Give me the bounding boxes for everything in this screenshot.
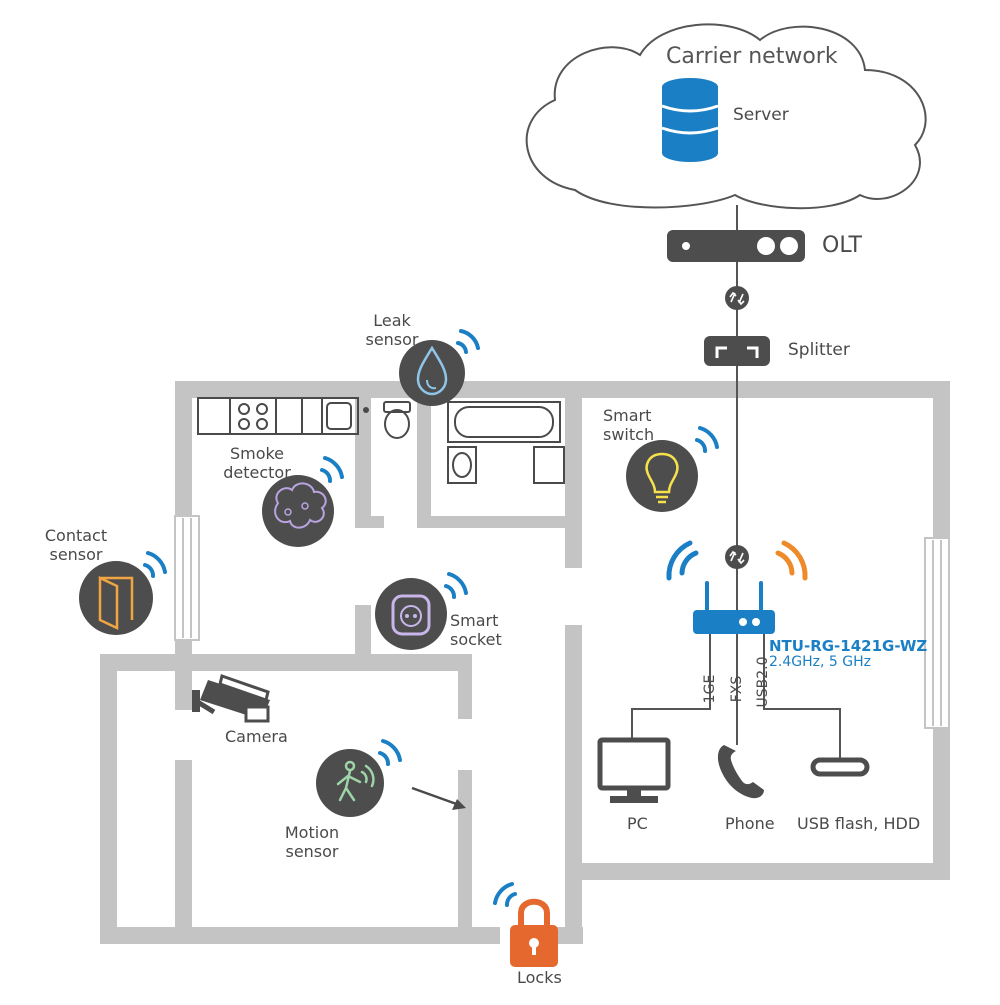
port-fxs-label: FXS xyxy=(729,675,745,703)
water-drop-icon xyxy=(416,345,448,396)
motion-arrow xyxy=(411,786,466,810)
door-icon xyxy=(98,576,134,630)
camera-icon xyxy=(192,674,270,723)
smart-socket-device xyxy=(375,572,468,650)
port-1ge-label: 1GE xyxy=(702,674,718,704)
router-wifi-5-icon xyxy=(775,540,808,581)
server-label: Server xyxy=(733,105,789,125)
port-usb-label: USB2.0 xyxy=(755,656,771,708)
router-icon xyxy=(693,581,775,634)
router-model: NTU-RG-1421G-WZ xyxy=(769,637,928,655)
phone-label: Phone xyxy=(725,814,775,833)
pc-icon xyxy=(597,737,671,803)
port-cables xyxy=(631,634,841,760)
phone-icon xyxy=(717,745,764,799)
fiber-connector-icon xyxy=(725,286,749,310)
floor-plan xyxy=(100,381,950,944)
windows xyxy=(174,515,950,729)
pc-label: PC xyxy=(627,814,648,833)
splitter-label: Splitter xyxy=(788,340,850,360)
fiber-connector-icon-2 xyxy=(725,545,749,569)
carrier-network-title: Carrier network xyxy=(666,44,838,69)
cloud-shape xyxy=(525,23,927,210)
kitchen-dot xyxy=(363,407,369,413)
smoke-detector-device xyxy=(262,456,344,547)
usb-drive-icon xyxy=(810,757,870,777)
usb-storage-label: USB flash, HDD xyxy=(797,814,921,833)
leak-sensor-device xyxy=(399,329,480,406)
contact-sensor-device xyxy=(79,551,167,635)
olt-label: OLT xyxy=(822,233,862,258)
kitchen-fixtures xyxy=(197,397,565,484)
smart-switch-device xyxy=(626,426,719,512)
light-bulb-icon xyxy=(645,452,679,494)
motion-sensor-device xyxy=(316,739,402,817)
walking-person-icon xyxy=(336,760,375,802)
router-wifi-24-icon xyxy=(666,540,699,581)
socket-icon xyxy=(391,594,431,636)
server-icon xyxy=(661,78,719,162)
lock-icon xyxy=(493,882,558,967)
splitter-icon xyxy=(704,336,770,366)
router-bands: 2.4GHz, 5 GHz xyxy=(769,654,871,670)
locks-label: Locks xyxy=(517,968,562,987)
camera-label: Camera xyxy=(225,727,288,746)
smoke-icon xyxy=(274,482,327,529)
olt-icon xyxy=(667,230,805,262)
